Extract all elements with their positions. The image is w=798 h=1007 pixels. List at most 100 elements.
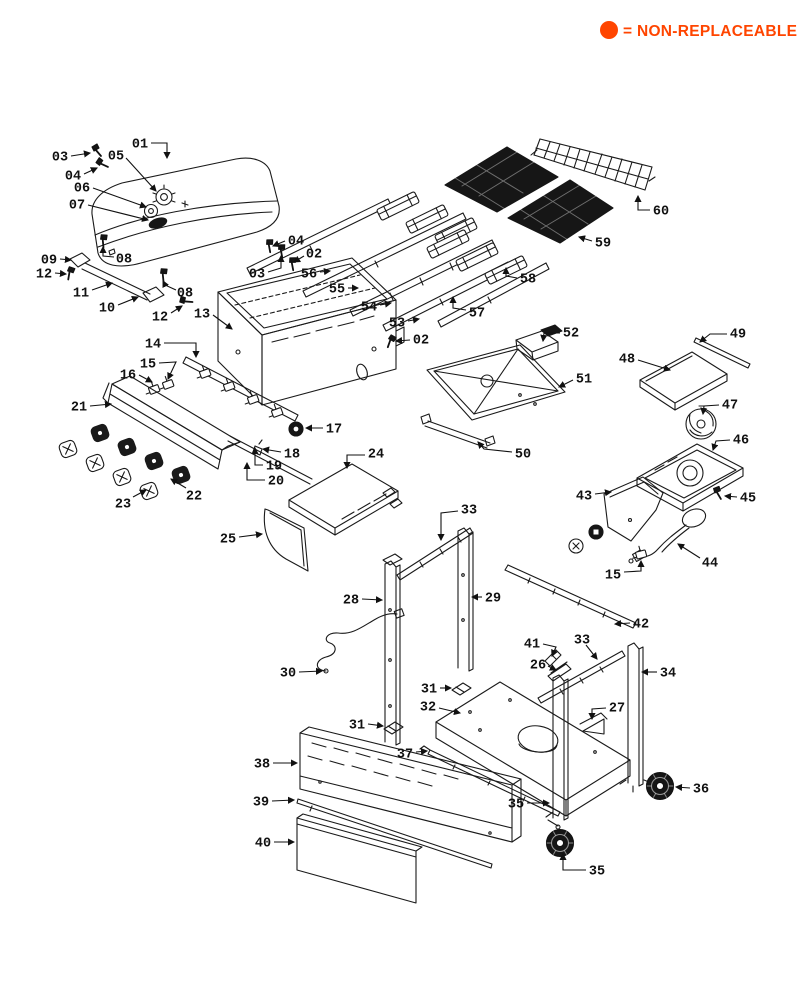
part-label-15: 15 xyxy=(605,569,621,584)
leader-line-21 xyxy=(89,401,113,409)
part-label-38: 38 xyxy=(254,758,270,773)
leader-line-60 xyxy=(634,194,650,211)
leader-line-02 xyxy=(394,337,411,345)
part-control-panel xyxy=(102,375,241,470)
part-label-09: 09 xyxy=(41,254,57,269)
part-knobs xyxy=(57,422,192,502)
leader-line-50 xyxy=(477,441,513,453)
part-label-04: 04 xyxy=(288,235,304,250)
part-label-42: 42 xyxy=(633,618,649,633)
part-label-39: 39 xyxy=(253,796,269,811)
part-leg-28 xyxy=(382,553,403,746)
leader-line-58 xyxy=(502,266,518,279)
part-warming-rack xyxy=(530,138,656,191)
part-leg-29 xyxy=(457,527,474,672)
part-label-49: 49 xyxy=(730,328,746,343)
leader-line-27 xyxy=(588,707,607,721)
part-label-12: 12 xyxy=(36,268,52,283)
leader-line-19 xyxy=(251,446,263,466)
leader-line-47 xyxy=(700,404,720,416)
part-label-03: 03 xyxy=(52,151,68,166)
part-label-33: 33 xyxy=(461,504,477,519)
part-clip-31b xyxy=(383,721,404,735)
part-impeller-47 xyxy=(685,405,717,440)
leader-line-48 xyxy=(637,359,672,372)
legend: = NON-REPLACEABLE xyxy=(600,21,797,40)
part-burner-tubes xyxy=(246,198,550,332)
part-hose-regulator-44 xyxy=(628,508,707,564)
part-lid-handle xyxy=(69,252,165,303)
part-label-31: 31 xyxy=(421,683,437,698)
leader-line-22 xyxy=(170,478,187,489)
leader-line-04 xyxy=(272,240,286,247)
leader-line-13 xyxy=(212,314,233,330)
part-label-03: 03 xyxy=(249,268,265,283)
part-label-51: 51 xyxy=(576,373,592,388)
part-17-bushing xyxy=(288,421,304,437)
leader-line-25 xyxy=(238,531,264,539)
part-label-45: 45 xyxy=(740,492,756,507)
leader-line-37 xyxy=(415,747,429,756)
part-supply-pipe xyxy=(227,435,313,485)
leader-line-52 xyxy=(540,332,560,343)
part-label-40: 40 xyxy=(255,837,271,852)
leader-line-35 xyxy=(559,852,586,871)
part-label-46: 46 xyxy=(733,434,749,449)
part-label-17: 17 xyxy=(326,423,342,438)
leader-line-42 xyxy=(613,620,631,628)
leader-line-41 xyxy=(542,643,558,657)
part-drip-pan xyxy=(426,344,566,421)
part-label-04: 04 xyxy=(65,170,81,185)
part-label-37: 37 xyxy=(397,748,413,763)
part-crossbar-33b xyxy=(537,650,626,704)
leader-line-46 xyxy=(711,439,731,452)
leader-line-01 xyxy=(151,142,171,160)
part-label-12: 12 xyxy=(152,311,168,326)
part-label-34: 34 xyxy=(660,667,676,682)
part-label-59: 59 xyxy=(595,237,611,252)
part-bracket-26 xyxy=(547,661,572,682)
part-label-33: 33 xyxy=(574,634,590,649)
leader-line-15 xyxy=(158,361,177,380)
part-label-35: 35 xyxy=(508,798,524,813)
part-label-08: 08 xyxy=(116,253,132,268)
part-rod-37 xyxy=(419,745,561,817)
leader-line-57 xyxy=(449,295,467,311)
part-label-21: 21 xyxy=(71,401,87,416)
leader-line-02 xyxy=(293,255,305,263)
non-replaceable-dot xyxy=(600,21,618,39)
part-label-05: 05 xyxy=(108,150,124,165)
part-label-43: 43 xyxy=(576,490,592,505)
leader-line-18 xyxy=(261,446,282,454)
part-rail-42 xyxy=(504,564,637,629)
part-leg-34 xyxy=(619,642,655,793)
leader-line-28 xyxy=(361,596,384,604)
leader-line-11 xyxy=(91,281,114,291)
part-label-24: 24 xyxy=(368,448,384,463)
part-label-14: 14 xyxy=(145,338,161,353)
leader-line-16 xyxy=(138,374,153,383)
part-manifold xyxy=(142,356,299,422)
part-label-35: 35 xyxy=(589,865,605,880)
part-label-36: 36 xyxy=(693,783,709,798)
leader-line-36 xyxy=(674,783,691,791)
part-label-55: 55 xyxy=(329,283,345,298)
part-label-58: 58 xyxy=(520,273,536,288)
part-label-25: 25 xyxy=(220,533,236,548)
leader-line-31 xyxy=(367,721,385,729)
part-label-50: 50 xyxy=(515,448,531,463)
leader-line-44 xyxy=(677,543,701,559)
part-label-23: 23 xyxy=(115,498,131,513)
leader-line-05 xyxy=(125,157,157,192)
part-igniter-wire-30 xyxy=(316,608,405,674)
leader-line-56 xyxy=(319,268,332,276)
part-label-11: 11 xyxy=(73,287,89,302)
part-panel-40 xyxy=(296,813,423,904)
part-18-elbow xyxy=(252,439,263,456)
part-bracket-43 xyxy=(568,476,664,554)
leader-line-03 xyxy=(267,254,285,273)
leader-line-08 xyxy=(99,245,115,258)
part-label-28: 28 xyxy=(343,594,359,609)
